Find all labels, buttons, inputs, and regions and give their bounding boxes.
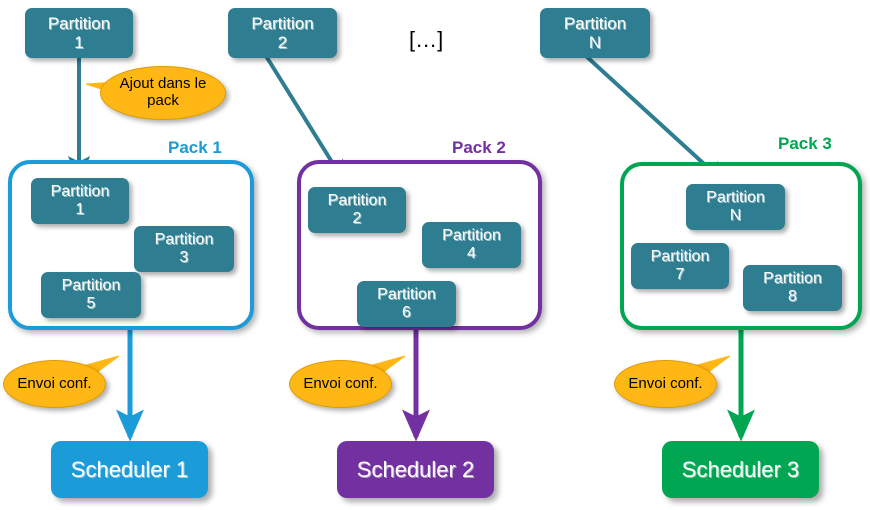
scheduler-3[interactable]: Scheduler 3: [662, 441, 819, 498]
partition-label: Partition: [47, 13, 111, 33]
pack-3-label: Pack 3: [778, 134, 832, 153]
pack-1-partition-3[interactable]: Partition 3: [134, 226, 234, 272]
incoming-partition-1[interactable]: Partition 1: [25, 8, 133, 58]
partition-label: Partition: [442, 227, 501, 245]
partition-number: 2: [352, 210, 362, 227]
callout-envoi-conf-1: Envoi conf.: [3, 360, 106, 408]
partition-number: 4: [467, 245, 476, 262]
pack-3-partition-7[interactable]: Partition 7: [631, 243, 729, 289]
partition-label: Partition: [251, 13, 314, 33]
pack-1-partition-5[interactable]: Partition 5: [41, 272, 141, 318]
callout-add-to-pack: Ajout dans le pack: [100, 66, 226, 120]
partition-number: 7: [675, 266, 685, 283]
scheduler-1[interactable]: Scheduler 1: [51, 441, 208, 498]
pack-2-partition-6[interactable]: Partition 6: [357, 281, 456, 327]
partition-label: Partition: [763, 270, 822, 288]
partition-label: Partition: [563, 13, 627, 33]
pack-1-partition-1[interactable]: Partition 1: [31, 178, 129, 224]
partition-number: 3: [179, 249, 189, 266]
partition-number: 2: [277, 33, 288, 52]
incoming-partition-n[interactable]: Partition N: [540, 8, 650, 58]
pack-2-partition-4[interactable]: Partition 4: [422, 222, 521, 268]
pack-2-label: Pack 2: [452, 138, 506, 157]
partition-label: Partition: [327, 192, 387, 210]
partition-number: 5: [86, 295, 96, 312]
callout-line-1: Envoi conf.: [628, 374, 703, 392]
callout-line-1: Envoi conf.: [303, 374, 378, 392]
partition-number: N: [588, 33, 602, 52]
callout-line-2: pack: [147, 92, 179, 109]
callout-envoi-conf-3: Envoi conf.: [614, 360, 717, 408]
pack-3-partition-n[interactable]: Partition N: [686, 184, 785, 230]
partition-label: Partition: [154, 231, 214, 249]
partition-number: 8: [788, 288, 797, 305]
pack-2-partition-2[interactable]: Partition 2: [308, 187, 406, 233]
partition-number: 6: [402, 304, 411, 321]
partition-number: 1: [75, 201, 85, 218]
partition-label: Partition: [377, 286, 436, 304]
partition-number: 1: [74, 33, 84, 52]
pack-3-partition-8[interactable]: Partition 8: [743, 265, 842, 311]
partition-label: Partition: [706, 189, 765, 207]
partition-label: Partition: [650, 248, 710, 266]
partition-label: Partition: [61, 277, 121, 295]
partition-label: Partition: [50, 183, 110, 201]
callout-line-1: Envoi conf.: [17, 374, 92, 392]
ellipsis-marker: […]: [409, 27, 444, 52]
partition-number: N: [729, 207, 742, 224]
incoming-partition-2[interactable]: Partition 2: [228, 8, 337, 58]
callout-envoi-conf-2: Envoi conf.: [289, 360, 392, 408]
callout-line-1: Ajout dans le: [119, 75, 207, 93]
pack-1-label: Pack 1: [168, 138, 222, 157]
scheduler-2[interactable]: Scheduler 2: [337, 441, 494, 498]
